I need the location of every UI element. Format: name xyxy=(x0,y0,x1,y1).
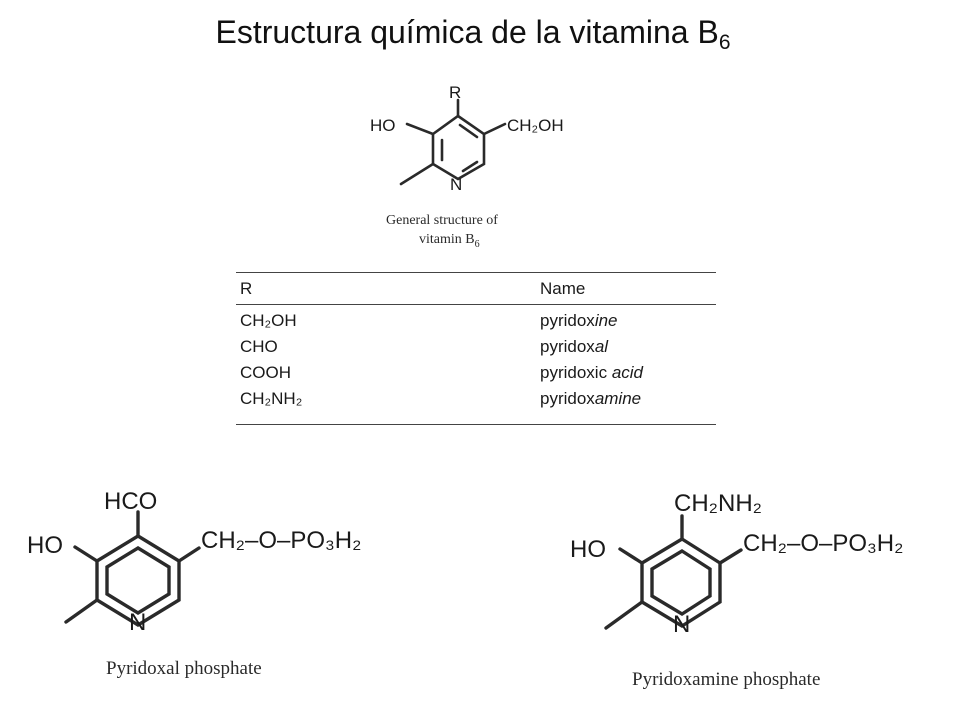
general-caption-line2: vitamin B6 xyxy=(419,232,480,250)
pyridoxal-n-label: N xyxy=(129,609,146,636)
table-row: CH₂OH pyridoxine xyxy=(236,308,716,334)
general-inner-bond-2 xyxy=(458,123,479,139)
pyridoxal-bond-methyl xyxy=(64,598,99,624)
title-subscript: 6 xyxy=(718,31,731,54)
pyridoxal-phosphate-structure: HCO HO CH₂–O–PO₃H₂ N Pyridoxal phosphate xyxy=(27,488,361,679)
pyridoxal-chain-label: CH₂–O–PO₃H₂ xyxy=(201,527,361,554)
pyridoxamine-bond-ho xyxy=(618,547,644,565)
name-italic: amine xyxy=(594,389,642,408)
table-row: CH₂NH₂ pyridoxamine xyxy=(236,386,716,412)
name-base: pyridox xyxy=(540,337,595,356)
pyridoxamine-bond-chain xyxy=(718,548,743,565)
table-body: CH₂OH pyridoxine CHO pyridoxal COOH pyri… xyxy=(236,305,716,424)
general-caption-base: vitamin B xyxy=(419,232,475,247)
title-text: Estructura química de la vitamina B xyxy=(215,14,719,50)
name-italic: acid xyxy=(611,363,643,382)
general-bond-methyl xyxy=(399,162,435,186)
table-cell-name: pyridoxic acid xyxy=(540,363,716,383)
general-n-label: N xyxy=(450,175,462,194)
page-title: Estructura química de la vitamina B6 xyxy=(0,14,946,55)
general-ch2oh-label: CH₂OH xyxy=(507,116,564,135)
table-cell-r: COOH xyxy=(240,363,291,382)
pyridoxal-caption: Pyridoxal phosphate xyxy=(106,658,262,679)
name-italic: ine xyxy=(594,311,618,330)
general-ring xyxy=(431,114,486,181)
pyridoxal-bond-chain xyxy=(177,546,201,563)
name-base: pyridox xyxy=(540,311,595,330)
pyridoxal-aromatic-ring xyxy=(105,546,171,615)
name-base: pyridox xyxy=(540,389,595,408)
pyridoxamine-n-label: N xyxy=(673,611,690,638)
table-cell-name: pyridoxine xyxy=(540,311,716,331)
pyridoxamine-caption: Pyridoxamine phosphate xyxy=(632,669,820,690)
name-base: pyridoxic xyxy=(540,363,612,382)
pyridoxamine-bond-methyl xyxy=(604,600,644,630)
table-cell-name: pyridoxamine xyxy=(540,389,716,409)
general-inner-bond-3 xyxy=(461,160,479,173)
table-cell-name: pyridoxal xyxy=(540,337,716,357)
table-row: COOH pyridoxic acid xyxy=(236,360,716,386)
pyridoxamine-top-label: CH₂NH₂ xyxy=(674,490,762,517)
pyridoxal-bond-ho xyxy=(73,545,99,563)
pyridoxamine-chain-label: CH₂–O–PO₃H₂ xyxy=(743,530,903,557)
table-header-r: R xyxy=(240,278,253,298)
general-bond-ch2oh xyxy=(482,122,507,136)
table-cell-r: CHO xyxy=(240,337,278,356)
general-bond-ho xyxy=(405,122,435,136)
table-cell-r: CH₂NH₂ xyxy=(240,389,303,408)
vitamin-b6-table: R Name CH₂OH pyridoxine CHO pyridoxal CO… xyxy=(236,272,716,425)
pyridoxal-top-label: HCO xyxy=(104,488,157,515)
general-structure: R HO CH₂OH N General structure of vitami… xyxy=(370,83,564,250)
pyridoxamine-aromatic-ring xyxy=(650,548,712,617)
name-italic: al xyxy=(594,337,609,356)
table-header: R Name xyxy=(236,273,716,305)
table-header-name: Name xyxy=(540,278,586,298)
pyridoxamine-phosphate-structure: CH₂NH₂ HO CH₂–O–PO₃H₂ N Pyridoxamine pho… xyxy=(570,490,903,690)
table-row: CHO pyridoxal xyxy=(236,334,716,360)
pyridoxamine-ho-label: HO xyxy=(570,536,606,563)
table-cell-r: CH₂OH xyxy=(240,311,297,330)
general-ho-label: HO xyxy=(370,116,396,135)
general-caption-line1: General structure of xyxy=(386,213,498,228)
general-r-label: R xyxy=(449,83,461,102)
pyridoxal-ho-label: HO xyxy=(27,532,63,559)
general-caption-subscript: 6 xyxy=(475,239,480,250)
